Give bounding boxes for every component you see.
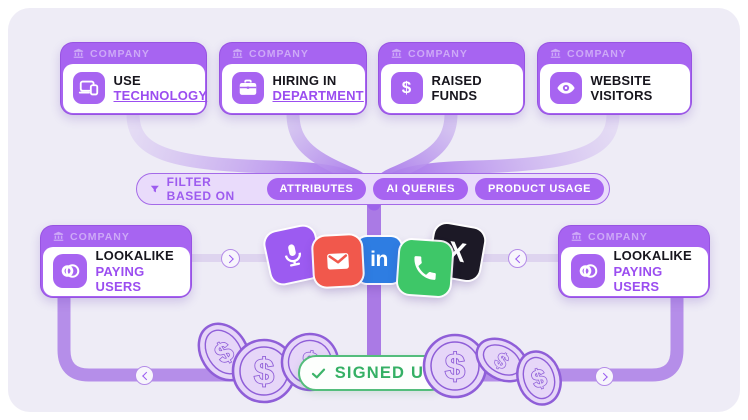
briefcase-icon: [231, 72, 264, 105]
phone-icon: [414, 256, 436, 280]
signed-up-badge[interactable]: SIGNED UP: [298, 355, 448, 391]
card-line2: FUNDS: [431, 88, 478, 104]
checkmark-icon: [311, 368, 325, 378]
building-icon: [391, 48, 402, 58]
building-icon: [571, 231, 582, 241]
card-line2-link[interactable]: DEPARTMENT: [272, 88, 364, 104]
chevron-left-icon: [514, 254, 524, 263]
dollar-icon: $: [390, 72, 423, 105]
lookalike-card-right[interactable]: COMPANY LOOKALIKE PAYING USERS: [558, 225, 710, 298]
card-line1: LOOKALIKE: [613, 248, 692, 264]
card-body: WEBSITE VISITORS: [539, 64, 690, 113]
funnel-icon: [150, 185, 159, 192]
card-line1: LOOKALIKE: [95, 248, 174, 264]
building-icon: [232, 48, 243, 58]
building-icon: [550, 48, 561, 58]
company-card-header: COMPANY: [538, 43, 691, 64]
company-card-website-visitors[interactable]: COMPANY WEBSITE VISITORS: [537, 42, 692, 115]
filter-pill-attributes[interactable]: ATTRIBUTES: [266, 178, 367, 200]
company-card-header: COMPANY: [379, 43, 524, 64]
card-line1: USE: [113, 72, 141, 88]
overlapping-circles-icon: [52, 254, 87, 289]
card-line2: PAYING USERS: [613, 263, 663, 294]
filter-bar: FILTER BASED ON ATTRIBUTES AI QUERIES PR…: [136, 173, 610, 205]
company-card-header: COMPANY: [559, 226, 709, 247]
email-app-icon[interactable]: [312, 234, 364, 288]
linkedin-app-icon[interactable]: in: [357, 237, 401, 283]
chevron-right-circle-left-line: [221, 249, 240, 268]
company-label: COMPANY: [588, 230, 648, 243]
company-label: COMPANY: [249, 47, 309, 60]
company-label: COMPANY: [567, 47, 627, 60]
chevron-right-icon: [598, 372, 608, 381]
building-icon: [53, 231, 64, 241]
linkedin-logo: in: [370, 248, 388, 271]
company-card-header: COMPANY: [41, 226, 191, 247]
card-line1: RAISED: [431, 72, 482, 88]
laptop-devices-icon: [72, 72, 105, 105]
chevron-right-icon: [224, 254, 234, 263]
company-card-header: COMPANY: [220, 43, 366, 64]
overlapping-circles-icon: [570, 254, 605, 289]
company-card-hiring-department[interactable]: COMPANY HIRING IN DEPARTMENT: [219, 42, 367, 115]
eye-icon: [549, 72, 582, 105]
lookalike-card-left[interactable]: COMPANY LOOKALIKE PAYING USERS: [40, 225, 192, 298]
company-label: COMPANY: [408, 47, 468, 60]
building-icon: [73, 48, 84, 58]
card-line2-link[interactable]: TECHNOLOGY: [113, 88, 208, 104]
card-line1: HIRING IN: [272, 72, 337, 88]
card-body: HIRING IN DEPARTMENT: [221, 64, 365, 113]
company-card-raised-funds[interactable]: COMPANY $ RAISED FUNDS: [378, 42, 525, 115]
phone-app-icon[interactable]: [397, 239, 453, 297]
card-body: LOOKALIKE PAYING USERS: [42, 247, 190, 296]
card-body: USE TECHNOLOGY: [62, 64, 208, 113]
company-card-header: COMPANY: [61, 43, 206, 64]
chevron-left-icon: [141, 371, 151, 380]
card-body: $ RAISED FUNDS: [380, 64, 523, 113]
microphone-app-icon[interactable]: [263, 224, 323, 286]
company-label: COMPANY: [90, 47, 150, 60]
filter-pill-product-usage[interactable]: PRODUCT USAGE: [474, 178, 604, 200]
card-body: LOOKALIKE PAYING USERS: [560, 247, 708, 296]
chevron-left-circle-bottom-left: [135, 366, 154, 385]
microphone-icon: [284, 244, 301, 267]
envelope-icon: [327, 253, 349, 270]
card-line1: WEBSITE: [590, 72, 652, 88]
signed-up-label: SIGNED UP: [334, 363, 437, 382]
chevron-left-circle-right-line: [508, 249, 527, 268]
company-card-use-technology[interactable]: COMPANY USE TECHNOLOGY: [60, 42, 207, 115]
card-line2: VISITORS: [590, 88, 653, 104]
chevron-right-circle-bottom-right: [595, 367, 614, 386]
card-line2: PAYING USERS: [95, 263, 145, 294]
filter-pill-ai-queries[interactable]: AI QUERIES: [373, 178, 468, 200]
company-label: COMPANY: [70, 230, 130, 243]
filter-label: FILTER BASED ON: [166, 175, 235, 203]
